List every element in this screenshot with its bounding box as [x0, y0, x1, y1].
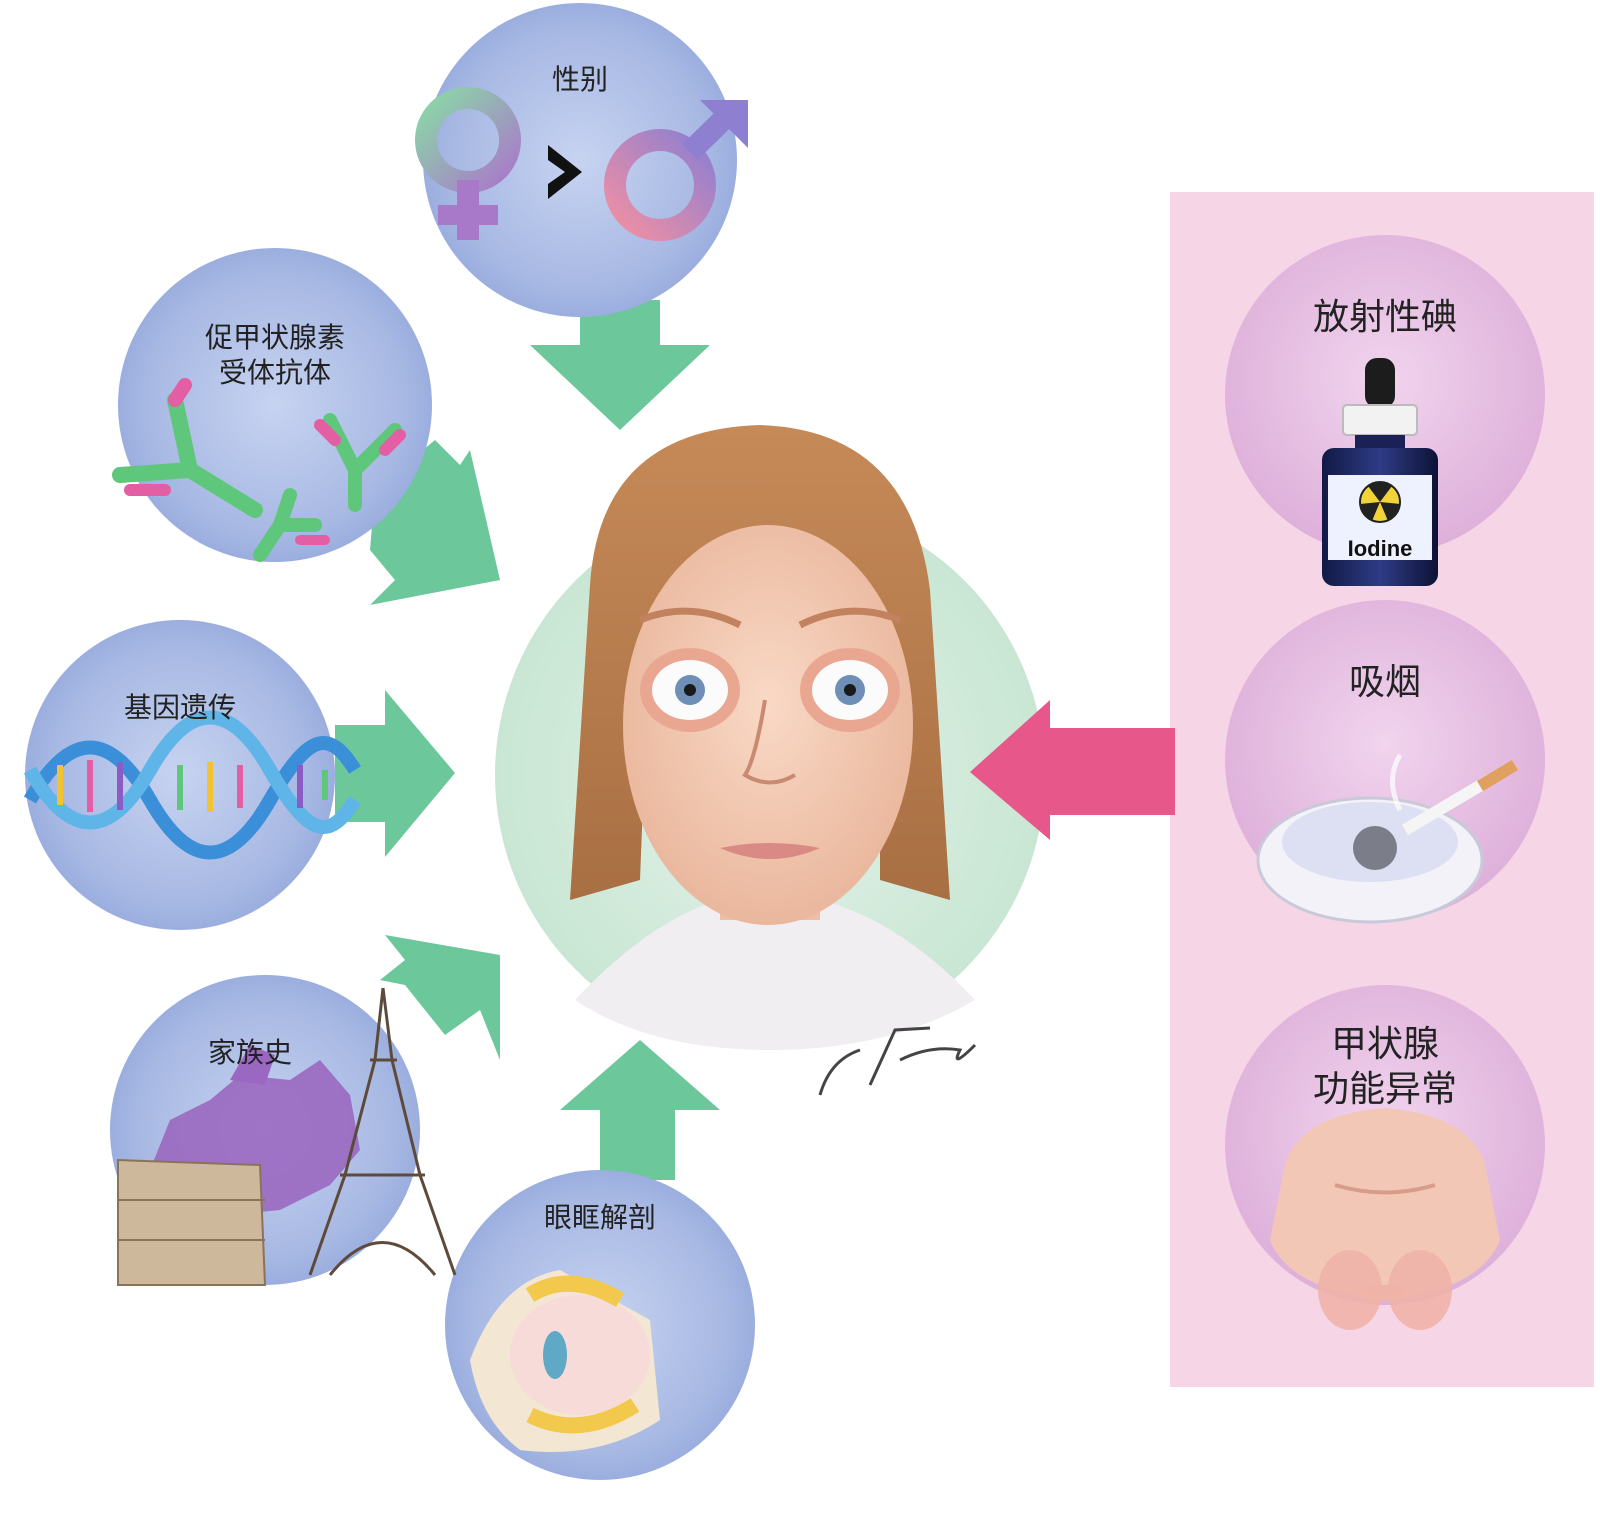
antibody-icon [112, 378, 406, 562]
tsh-antibody-label: 促甲状腺素 受体抗体 [155, 320, 395, 390]
colosseum-icon [117, 1158, 267, 1286]
arrow-genetics [335, 690, 455, 857]
orbital-eye-icon [470, 1270, 660, 1452]
genetics-label: 基因遗传 [123, 691, 236, 724]
family-history-label: 家族史 [207, 1036, 292, 1069]
greater-than-icon [548, 145, 582, 199]
artist-signature-icon [818, 1026, 977, 1096]
thyroid-label-line1: 甲状腺 [1330, 1024, 1439, 1065]
smoking-label: 吸烟 [1348, 662, 1421, 703]
tsh-antibody-label-line1: 促甲状腺素 [204, 321, 345, 354]
orbital-anatomy-label: 眼眶解剖 [543, 1201, 656, 1234]
arrow-family [380, 935, 500, 1060]
ashtray-cigarette-icon [1256, 753, 1519, 924]
arrow-orbital [560, 1040, 720, 1180]
patient-face-illustration [570, 425, 975, 1050]
radioiodine-label: 放射性碘 [1312, 297, 1457, 338]
iodine-bottle-label: Iodine [1347, 536, 1413, 561]
arrow-gender [530, 300, 710, 430]
antibody-circle [118, 248, 432, 562]
iodine-bottle-icon [1322, 358, 1438, 586]
thyroid-dysfunction-label: 甲状腺 功能异常 [1285, 1022, 1485, 1112]
dna-helix-icon [23, 710, 361, 860]
tsh-antibody-label-line2: 受体抗体 [218, 356, 331, 389]
male-symbol-icon [604, 100, 748, 241]
thyroid-neck-icon [1270, 1108, 1500, 1330]
arrow-environmental [970, 700, 1175, 840]
female-symbol-icon [415, 87, 521, 240]
gender-label: 性别 [551, 63, 608, 96]
thyroid-label-line2: 功能异常 [1312, 1069, 1457, 1110]
eiffel-tower-icon [308, 987, 457, 1276]
